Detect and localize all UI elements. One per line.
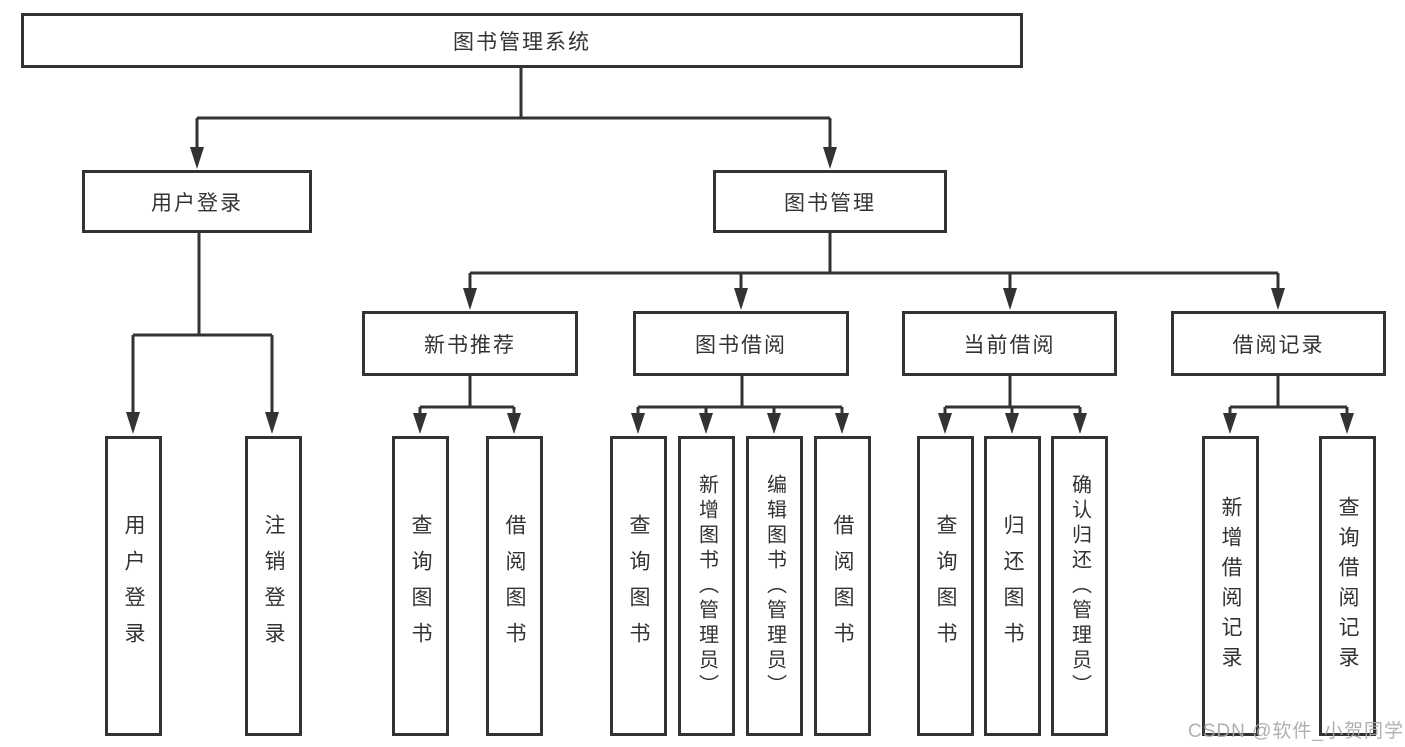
- node-borrowing-records: 借阅记录: [1171, 311, 1386, 376]
- leaf-label: 编辑图书（管理员）: [763, 473, 786, 699]
- node-library-management-system: 图书管理系统: [21, 13, 1023, 68]
- node-new-book-recommendation: 新书推荐: [362, 311, 578, 376]
- leaf-label: 用户登录: [122, 514, 145, 658]
- leaf-label: 注销登录: [262, 514, 285, 658]
- node-label: 新书推荐: [424, 333, 516, 357]
- leaf-label: 查询图书: [627, 514, 650, 658]
- leaf-label: 归还图书: [1001, 514, 1024, 658]
- leaf-label: 新增图书（管理员）: [695, 473, 718, 699]
- node-label: 图书借阅: [695, 333, 787, 357]
- leaf-label: 新增借阅记录: [1219, 496, 1242, 676]
- node-label: 图书管理系统: [453, 30, 591, 54]
- arrowheads: [126, 147, 1354, 434]
- leaf-query-books-recommend: 查询图书: [392, 436, 449, 736]
- leaf-label: 查询借阅记录: [1336, 496, 1359, 676]
- node-book-management: 图书管理: [713, 170, 947, 233]
- leaf-borrow-books-recommend: 借阅图书: [486, 436, 543, 736]
- connector-strokes: [131, 68, 1349, 415]
- leaf-logout: 注销登录: [245, 436, 302, 736]
- leaf-edit-book-admin: 编辑图书（管理员）: [746, 436, 803, 736]
- csdn-watermark: CSDN @软件_小贺同学: [1188, 721, 1404, 742]
- leaf-borrow-books: 借阅图书: [814, 436, 871, 736]
- leaf-label: 查询图书: [934, 514, 957, 658]
- leaf-return-book: 归还图书: [984, 436, 1041, 736]
- node-label: 图书管理: [784, 191, 876, 215]
- node-label: 用户登录: [151, 191, 243, 215]
- leaf-user-login: 用户登录: [105, 436, 162, 736]
- node-label: 当前借阅: [963, 333, 1056, 357]
- leaf-query-books-borrow: 查询图书: [610, 436, 667, 736]
- leaf-add-book-admin: 新增图书（管理员）: [678, 436, 735, 736]
- leaf-label: 借阅图书: [831, 514, 854, 658]
- leaf-label: 查询图书: [409, 514, 432, 658]
- node-label: 借阅记录: [1232, 333, 1325, 357]
- leaf-confirm-return-admin: 确认归还（管理员）: [1051, 436, 1108, 736]
- leaf-add-borrow-record: 新增借阅记录: [1202, 436, 1259, 736]
- node-current-borrowing: 当前借阅: [902, 311, 1117, 376]
- node-book-borrowing: 图书借阅: [633, 311, 849, 376]
- leaf-label: 确认归还（管理员）: [1068, 473, 1091, 699]
- leaf-label: 借阅图书: [503, 514, 526, 658]
- leaf-query-borrow-record: 查询借阅记录: [1319, 436, 1376, 736]
- leaf-query-books-current: 查询图书: [917, 436, 974, 736]
- node-user-login: 用户登录: [82, 170, 312, 233]
